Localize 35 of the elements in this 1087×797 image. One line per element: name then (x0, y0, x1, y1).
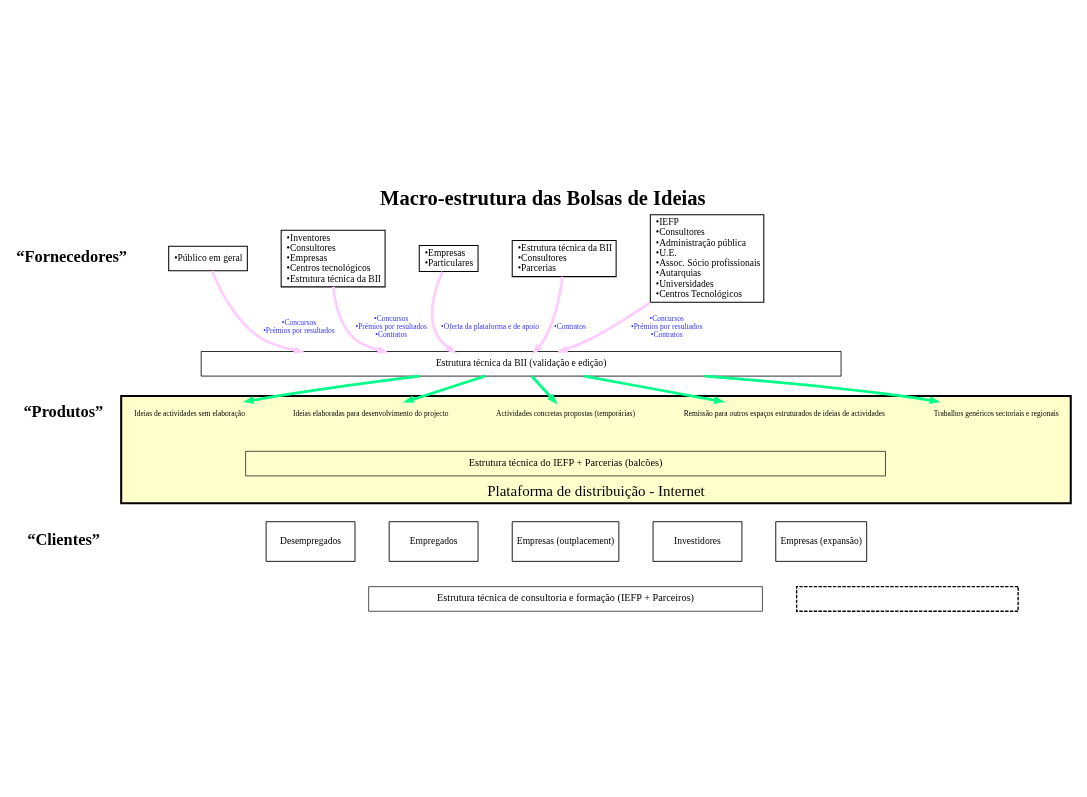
edge-label: •Contratos (554, 321, 586, 331)
edge-label: •Concursos •Prémios por resultados (263, 317, 335, 335)
label: “Produtos” (23, 401, 104, 421)
node-text: Trabalhos genéricos sectoriais e regionais (933, 408, 1059, 418)
arrow (332, 286, 389, 353)
arrow (556, 300, 652, 353)
node-box (795, 585, 1019, 612)
node-box: •IEFP •Consultores •Administração pública •U.E. •Assoc. Sócio profissionais •Autarquias •Universidades •Centros Tecnológicos (649, 213, 765, 303)
node-box: Empresas (expansão) (775, 520, 868, 562)
node-text: Ideias de actividades sem elaboração (134, 408, 245, 418)
node-text: Actividades concretas propostas (temporárias) (496, 408, 636, 418)
arrow (704, 374, 941, 404)
arrow (430, 270, 457, 354)
node-box: Empregados (388, 520, 479, 562)
node-box: Desempregados (265, 520, 356, 562)
edge-label: •Oferta da plataforma e de apoio (441, 321, 539, 331)
node-box: •Estrutura técnica da BII •Consultores •Parcerias (511, 239, 617, 277)
node-box: Investidores (652, 520, 743, 562)
node-box: •Empresas •Particulares (418, 244, 479, 272)
node-box: Empresas (outplacement) (511, 520, 620, 562)
node-box: •Inventores •Consultores •Empresas •Centros tecnológicos •Estrutura técnica da BII (280, 229, 386, 287)
node-text: Remissão para outros espaços estruturados de ideias de actividades (683, 408, 885, 418)
label: “Clientes” (27, 529, 101, 549)
node-box: Estrutura técnica de consultoria e formação (IEFP + Parceiros) (368, 585, 763, 612)
arrow (242, 374, 421, 404)
edge-label: •Concursos •Prémios por resultados •Contratos (355, 313, 427, 339)
arrow (532, 276, 564, 354)
node-box: Estrutura técnica da BII (validação e edição) (200, 350, 842, 376)
diagram-title: Macro-estrutura das Bolsas de Ideias (380, 186, 706, 209)
edge-label: •Concursos •Prémios por resultados •Contratos (631, 313, 703, 339)
node-box: •Público em geral (168, 245, 248, 271)
node-text: Ideias elaboradas para desenvolvimento do projecto (292, 408, 449, 418)
label: “Fornecedores” (16, 246, 128, 266)
arrow (210, 269, 305, 354)
node-box: Estrutura técnica do IEFP + Parcerias (balcões) (245, 450, 886, 476)
